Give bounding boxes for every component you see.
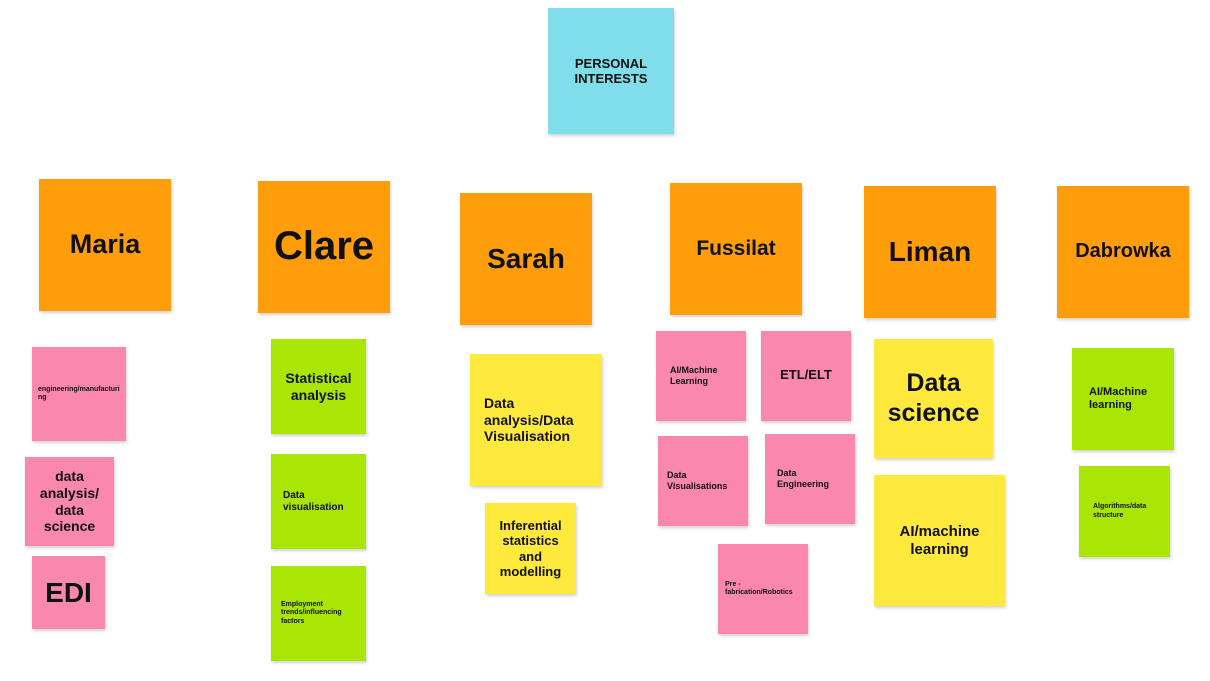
name-text: Sarah xyxy=(487,243,565,275)
interest-note[interactable]: Data analysis/Data Visualisation xyxy=(470,354,602,486)
name-note-sarah[interactable]: Sarah xyxy=(460,193,592,325)
title-text: PERSONAL INTERESTS xyxy=(574,55,648,86)
interest-text: AI/machine learning xyxy=(899,522,980,558)
interest-note[interactable]: engineering/manufacturing xyxy=(32,347,126,441)
interest-text: Data analysis/Data Visualisation xyxy=(484,395,574,445)
name-note-fussilat[interactable]: Fussilat xyxy=(670,183,802,315)
name-note-dabrowka[interactable]: Dabrowka xyxy=(1057,186,1189,318)
interest-text: AI/Machine learning xyxy=(1089,386,1148,411)
interest-text: Algorithms/data structure xyxy=(1093,503,1147,519)
interest-text: AI/Machine Learning xyxy=(670,365,718,386)
interest-note[interactable]: AI/Machine Learning xyxy=(656,331,746,421)
interest-text: EDI xyxy=(45,576,92,608)
name-text: Liman xyxy=(888,236,972,268)
interest-text: ETL/ELT xyxy=(780,367,832,382)
name-text: Maria xyxy=(69,229,141,260)
interest-note[interactable]: Data Engineering xyxy=(765,434,855,524)
interest-text: Data Visualisations xyxy=(667,470,728,491)
interest-text: Inferential statistics and modelling xyxy=(499,517,562,579)
name-text: Fussilat xyxy=(696,236,776,260)
name-note-liman[interactable]: Liman xyxy=(864,186,996,318)
name-note-maria[interactable]: Maria xyxy=(39,179,171,311)
interest-note[interactable]: Algorithms/data structure xyxy=(1079,466,1170,557)
interest-text: Data visualisation xyxy=(283,489,344,513)
interest-note[interactable]: Data science xyxy=(874,339,993,458)
interest-note[interactable]: Employment trends/influencing factors xyxy=(271,566,366,661)
interest-note[interactable]: Data Visualisations xyxy=(658,436,748,526)
interest-note[interactable]: ETL/ELT xyxy=(761,331,851,421)
title-note[interactable]: PERSONAL INTERESTS xyxy=(548,8,674,134)
interest-note[interactable]: Data visualisation xyxy=(271,454,366,549)
interest-text: Employment trends/influencing factors xyxy=(281,601,342,625)
interest-text: Data Engineering xyxy=(777,468,830,489)
interest-text: Pre -fabrication/Robotics xyxy=(725,580,793,596)
interest-text: engineering/manufacturing xyxy=(38,385,120,401)
interest-note[interactable]: Statistical analysis xyxy=(271,339,366,434)
interest-note[interactable]: data analysis/ data science xyxy=(25,457,114,546)
name-text: Clare xyxy=(273,224,375,269)
interest-note[interactable]: EDI xyxy=(32,556,105,629)
interest-text: Statistical analysis xyxy=(285,369,352,403)
interest-text: data analysis/ data science xyxy=(39,468,100,535)
interest-note[interactable]: Pre -fabrication/Robotics xyxy=(718,544,808,634)
interest-note[interactable]: AI/Machine learning xyxy=(1072,348,1174,450)
interest-note[interactable]: Inferential statistics and modelling xyxy=(485,503,576,594)
interest-text: Data science xyxy=(887,369,980,427)
name-note-clare[interactable]: Clare xyxy=(258,181,390,313)
name-text: Dabrowka xyxy=(1075,240,1171,263)
interest-note[interactable]: AI/machine learning xyxy=(874,475,1005,606)
